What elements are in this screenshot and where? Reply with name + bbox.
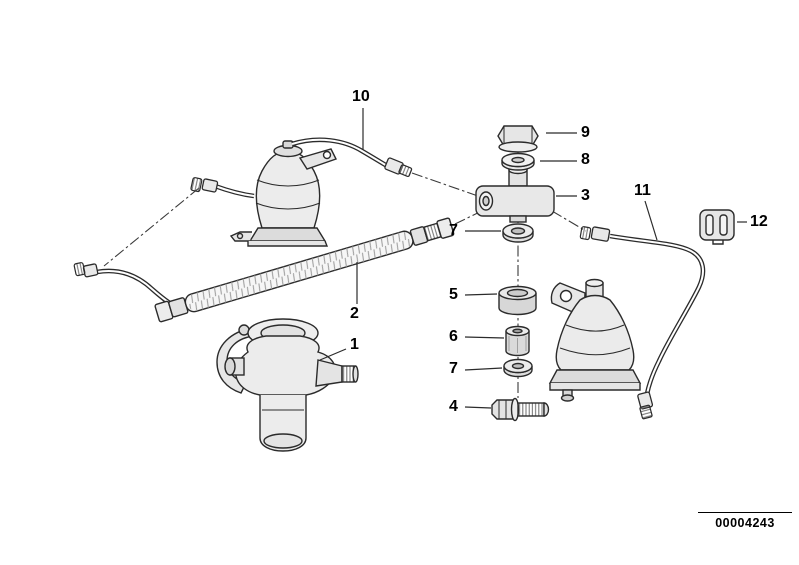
callout-part-11: 11 <box>634 182 651 199</box>
nut-9 <box>497 125 539 153</box>
callout-part-7-upper: 7 <box>449 222 458 239</box>
callout-part-10: 10 <box>352 88 370 105</box>
callout-part-1: 1 <box>350 336 359 353</box>
washer-8 <box>501 152 535 171</box>
callout-part-9: 9 <box>581 124 590 141</box>
callout-part-12: 12 <box>750 213 768 230</box>
leader-lines <box>319 108 747 409</box>
air-spring-left <box>190 140 337 247</box>
screw-4 <box>491 397 550 422</box>
air-spring-right <box>548 278 642 402</box>
callout-part-6: 6 <box>449 328 458 345</box>
callout-part-5: 5 <box>449 286 458 303</box>
connector-3 <box>475 165 555 223</box>
callout-part-4: 4 <box>449 398 458 415</box>
cap-5 <box>498 285 537 316</box>
pressure-hose-2 <box>154 217 455 323</box>
feed-pipe-10 <box>291 137 413 178</box>
pipe-11 <box>579 226 706 420</box>
callout-part-3: 3 <box>581 187 590 204</box>
callout-part-8: 8 <box>581 151 590 168</box>
callout-part-2: 2 <box>350 305 359 322</box>
clip-12 <box>699 209 735 245</box>
bushing-6 <box>505 325 530 357</box>
callout-part-7-lower: 7 <box>449 360 458 377</box>
washer-7-upper <box>502 223 534 243</box>
washer-7-lower <box>503 358 533 378</box>
levelling-valve-1 <box>216 318 359 452</box>
left-pipe <box>73 262 178 310</box>
image-code: 00004243 <box>698 512 792 530</box>
